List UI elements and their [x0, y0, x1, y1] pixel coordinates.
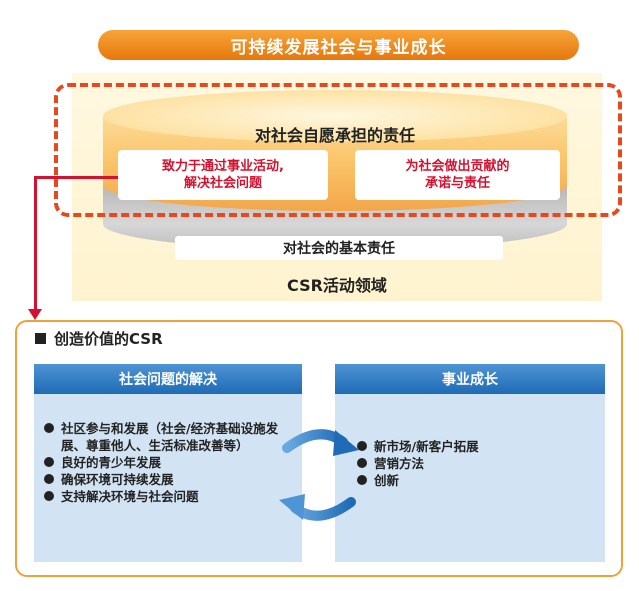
csr-area-label: CSR活动领域: [287, 276, 387, 295]
voluntary-title: 对社会自愿承担的责任: [254, 126, 415, 145]
arrow-down-icon: [28, 309, 42, 320]
voluntary-right-line1: 为社会做出贡献的: [405, 159, 510, 174]
cycle-arrow-upper: [282, 429, 359, 456]
list-item: 创新: [357, 472, 597, 489]
top-banner: 可持续发展社会与事业成长: [98, 30, 579, 60]
basic-responsibility-bar: 对社会的基本责任: [175, 236, 503, 260]
bullet-icon: [44, 423, 54, 433]
value-creation-title: 创造价值的CSR: [54, 330, 163, 348]
list-item: 营销方法: [357, 455, 597, 472]
cylinder-top: [103, 90, 567, 142]
connector-line-vertical: [34, 176, 37, 312]
bullet-icon: [44, 491, 54, 501]
bullet-icon: [44, 474, 54, 484]
bullet-icon: [357, 475, 367, 485]
social-issues-header: 社会问题的解决: [34, 364, 302, 394]
cycle-arrow-lower: [279, 494, 356, 521]
square-bullet-icon: [35, 333, 46, 344]
voluntary-left-line2: 解决社会问题: [183, 176, 262, 191]
business-growth-header: 事业成长: [335, 364, 605, 394]
bullet-icon: [44, 457, 54, 467]
social-issues-list: 社区参与和发展（社会/经济基础设施发展、尊重他人、生活标准改善等） 良好的青少年…: [44, 420, 292, 505]
bullet-icon: [357, 458, 367, 468]
list-item: 社区参与和发展（社会/经济基础设施发展、尊重他人、生活标准改善等）: [44, 420, 292, 454]
list-item: 新市场/新客户拓展: [357, 438, 597, 455]
connector-line-horizontal: [34, 176, 118, 179]
business-growth-pane: [335, 364, 605, 562]
voluntary-left-line1: 致力于通过事业活动,: [162, 159, 284, 174]
business-growth-list: 新市场/新客户拓展 营销方法 创新: [357, 438, 597, 489]
voluntary-dashed-frame: [54, 83, 622, 217]
list-item: 支持解决环境与社会问题: [44, 488, 292, 505]
voluntary-right-box: 为社会做出贡献的 承诺与责任: [355, 150, 560, 200]
list-item: 确保环境可持续发展: [44, 471, 292, 488]
bullet-icon: [357, 441, 367, 451]
voluntary-right-line2: 承诺与责任: [424, 176, 490, 191]
list-item: 良好的青少年发展: [44, 454, 292, 471]
cycle-arrows-icon: [279, 429, 359, 521]
voluntary-left-box: 致力于通过事业活动, 解决社会问题: [118, 150, 328, 200]
social-issues-pane: [34, 364, 302, 562]
